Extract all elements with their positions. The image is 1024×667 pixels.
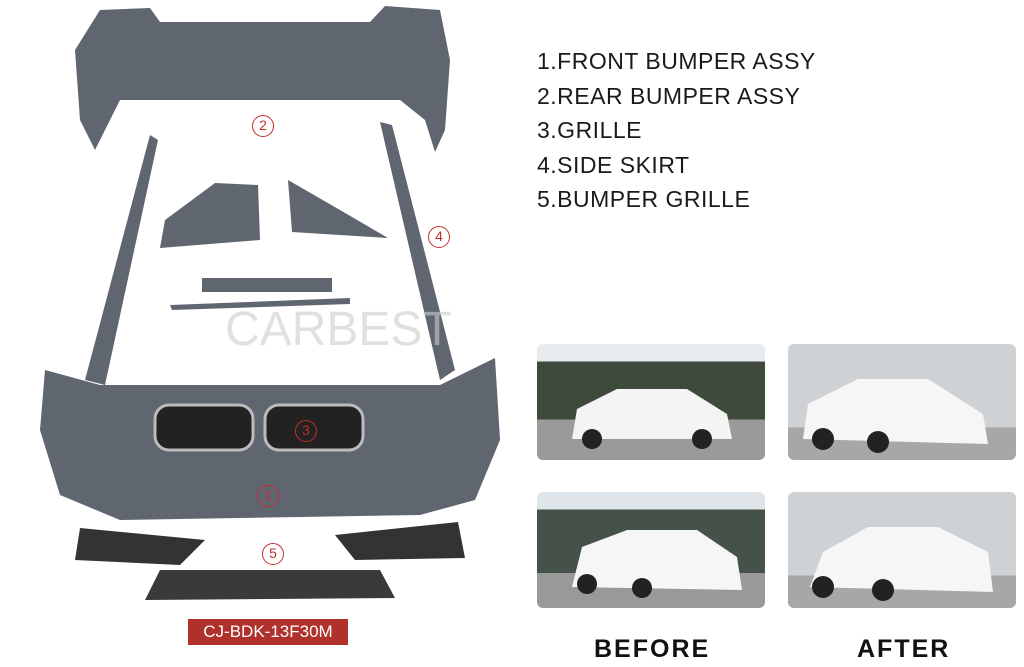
before-front-photo	[537, 344, 765, 460]
parts-list-item: 3.GRILLE	[537, 117, 642, 143]
watermark-logo: CARBEST	[225, 303, 452, 356]
marker-3: 3	[295, 420, 317, 442]
rear-bumper	[75, 6, 450, 152]
side-skirt-left	[85, 135, 158, 385]
plate-holder	[202, 278, 332, 292]
after-rear-photo	[788, 492, 1016, 608]
parts-list-item: 2.REAR BUMPER ASSY	[537, 82, 801, 109]
marker-4: 4	[428, 226, 450, 248]
bumper-grille-center	[145, 570, 395, 600]
body-kit-parts-image: CARBEST	[40, 6, 500, 600]
bracket-left	[160, 183, 260, 248]
side-skirt-right	[380, 122, 455, 380]
kidney-grille-left	[153, 403, 255, 452]
bumper-grille-left	[75, 528, 205, 565]
marker-5: 5	[262, 543, 284, 565]
parts-list-item: 1.FRONT BUMPER ASSY	[537, 48, 816, 74]
parts-list-item: 4.SIDE SKIRT	[537, 151, 690, 178]
marker-1: 1	[257, 485, 279, 507]
marker-2: 2	[252, 115, 274, 137]
product-code-label: CJ-BDK-13F30M	[188, 619, 348, 645]
before-rear-photo	[537, 492, 765, 608]
after-front-photo	[788, 344, 1016, 460]
before-caption: BEFORE	[594, 635, 711, 663]
bumper-grille-right	[335, 522, 465, 560]
parts-list: 1.FRONT BUMPER ASSY 2.REAR BUMPER ASSY 3…	[537, 44, 816, 217]
after-caption: AFTER	[857, 635, 951, 663]
bracket-right	[288, 180, 388, 238]
parts-list-item: 5.BUMPER GRILLE	[537, 186, 751, 212]
lip-strip	[170, 298, 350, 310]
